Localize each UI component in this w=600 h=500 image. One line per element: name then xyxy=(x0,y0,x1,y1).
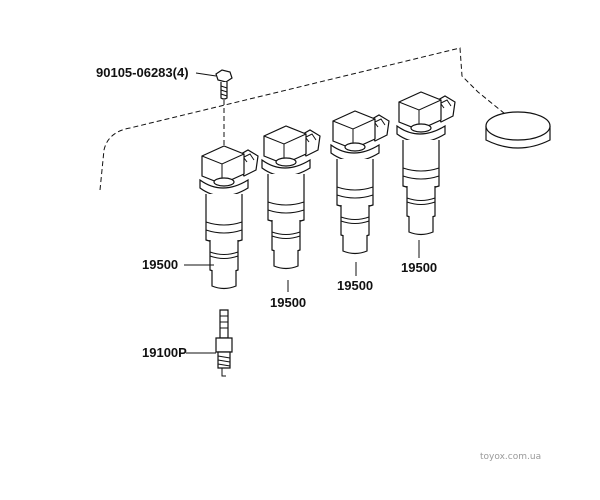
engine-cover-cap xyxy=(485,111,551,149)
leader-lines xyxy=(184,72,420,354)
label-coil-3: 19500 xyxy=(337,278,373,293)
label-coil-4: 19500 xyxy=(401,260,437,275)
bolt-part xyxy=(215,69,233,155)
watermark: toyox.com.ua xyxy=(480,452,541,462)
label-spark-plug: 19100P xyxy=(142,345,187,360)
label-bolt: 90105-06283(4) xyxy=(96,65,189,80)
ignition-coil-2 xyxy=(261,125,321,270)
ignition-coil-4 xyxy=(396,91,456,236)
label-coil-1: 19500 xyxy=(142,257,178,272)
ignition-coil-1 xyxy=(199,145,259,290)
ignition-coil-3 xyxy=(330,110,390,255)
spark-plug-part xyxy=(215,309,233,377)
label-coil-2: 19500 xyxy=(270,295,306,310)
engine-cover-outline xyxy=(99,47,511,191)
